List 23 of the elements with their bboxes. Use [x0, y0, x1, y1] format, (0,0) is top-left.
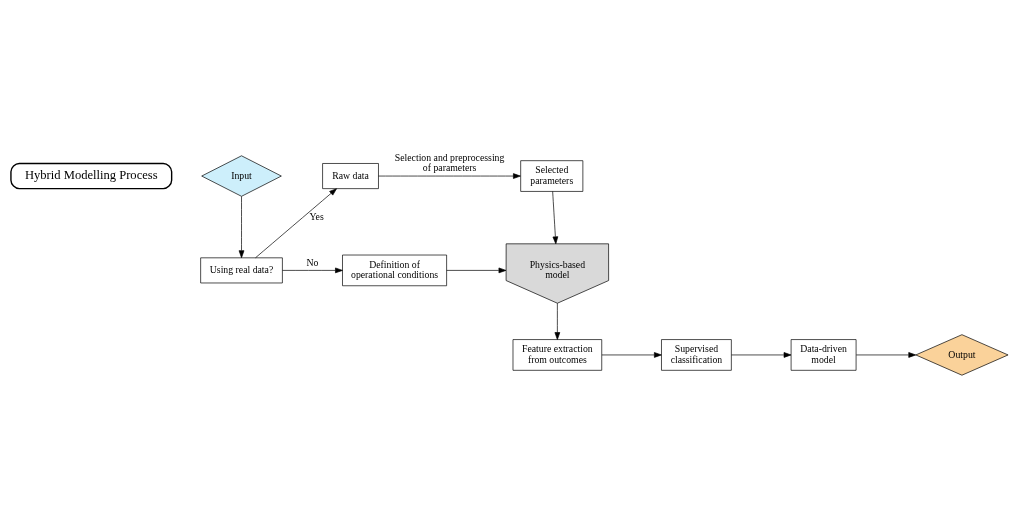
edge-label: Selection and preprocessing of parameters: [394, 151, 505, 173]
node-box: Definition of operational conditions: [342, 254, 447, 286]
node-diamond: Output: [915, 333, 1009, 376]
edge-label: Yes: [309, 210, 324, 222]
arrow: [731, 351, 792, 358]
node-box: Data-driven model: [790, 338, 857, 371]
arrow: [855, 351, 917, 358]
arrow: [378, 172, 521, 179]
node-box: Selected parameters: [520, 159, 584, 192]
node-box: Raw data: [322, 162, 379, 189]
arrow: [282, 267, 343, 273]
arrow: [238, 195, 245, 258]
node-box: Hybrid Modelling Process: [10, 162, 173, 189]
arrow: [255, 187, 337, 258]
arrow: [554, 302, 561, 340]
arrow: [552, 190, 559, 244]
arrow: [601, 351, 662, 358]
node-box: Feature extraction from outcomes: [512, 338, 603, 371]
node-diamond: Input: [201, 154, 282, 197]
node-box: Using real data?: [200, 256, 283, 283]
node-box: Supervised classification: [661, 338, 732, 371]
arrow: [446, 267, 507, 273]
edge-label: No: [306, 256, 319, 268]
